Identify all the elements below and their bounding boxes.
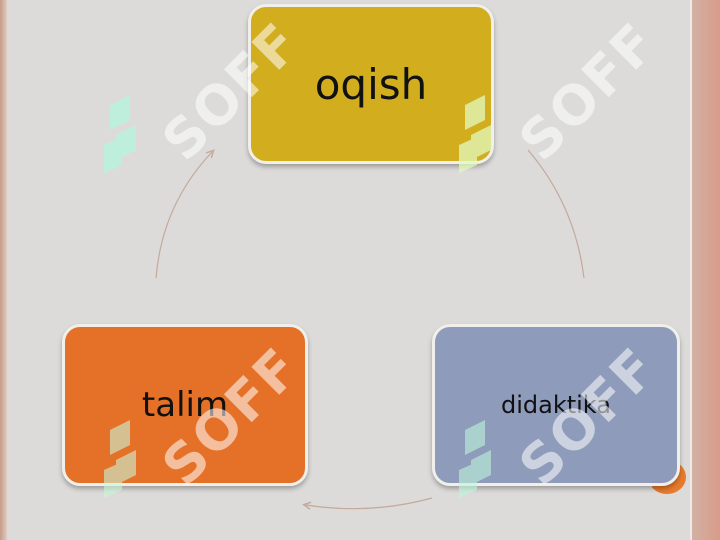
node-oqish: oqish: [248, 4, 494, 164]
connector-talim-to-oqish: [155, 152, 212, 279]
node-didaktika: didaktika: [432, 324, 680, 486]
right-frame-border: [692, 0, 720, 540]
connector-oqish-to-didaktika: [527, 149, 585, 279]
connector-didaktika-to-talim: [306, 497, 433, 509]
node-didaktika-label: didaktika: [500, 391, 611, 419]
node-oqish-label: oqish: [314, 59, 428, 109]
node-talim: talim: [62, 324, 308, 486]
left-frame-border: [0, 0, 7, 540]
node-talim-label: talim: [141, 385, 229, 425]
